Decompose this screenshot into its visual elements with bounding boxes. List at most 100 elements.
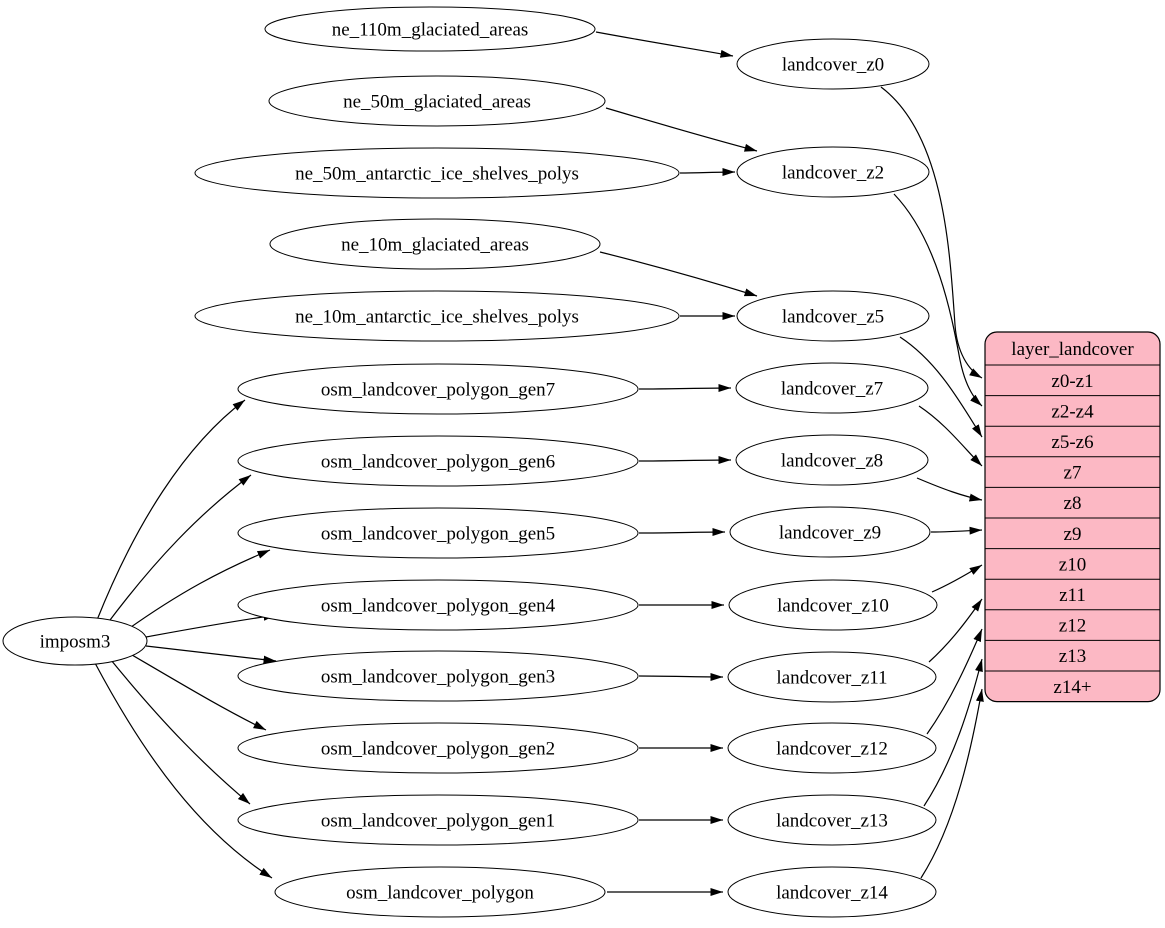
- edge-osm_landcover_polygon_gen5-landcover_z9: [638, 528, 726, 537]
- node-ne_10m_antarctic_ice_shelves_polys: ne_10m_antarctic_ice_shelves_polys: [194, 290, 680, 342]
- node-landcover_z11: landcover_z11: [727, 651, 937, 703]
- record-row-label: z5-z6: [1051, 432, 1093, 453]
- edge-imposm3-osm_landcover_polygon_gen7: [96, 399, 246, 621]
- record-row: z7: [985, 456, 1160, 484]
- edge-landcover_z7-layer_landcover-z7: [918, 405, 983, 467]
- record-row-label: z9: [1064, 524, 1082, 545]
- edge-imposm3-osm_landcover_polygon_gen3: [145, 645, 277, 664]
- node-landcover_z0: landcover_z0: [736, 38, 930, 90]
- edge-imposm3-osm_landcover_polygon_gen6: [106, 474, 252, 625]
- node-label: landcover_z5: [782, 307, 884, 328]
- node-ne_10m_glaciated_areas: ne_10m_glaciated_areas: [269, 218, 601, 270]
- record-row-label: z7: [1064, 463, 1082, 484]
- node-landcover_z8: landcover_z8: [735, 434, 929, 486]
- node-label: osm_landcover_polygon_gen4: [321, 596, 556, 617]
- record-row-label: z14+: [1053, 677, 1091, 698]
- record-row-label: z12: [1059, 616, 1086, 637]
- record-row: z9: [985, 517, 1160, 545]
- node-label: landcover_z8: [781, 451, 883, 472]
- record-row: z13: [985, 639, 1160, 667]
- node-ne_50m_glaciated_areas: ne_50m_glaciated_areas: [268, 75, 606, 127]
- node-label: landcover_z10: [777, 596, 889, 617]
- record-row: z12: [985, 609, 1160, 637]
- record-layer_landcover: layer_landcoverz0-z1z2-z4z5-z6z7z8z9z10z…: [984, 331, 1161, 703]
- edge-osm_landcover_polygon_gen3-landcover_z11: [638, 672, 724, 681]
- node-layer: imposm3 ne_110m_glaciated_areas ne_50m_gla…: [2, 6, 938, 918]
- edge-landcover_z12-layer_landcover-z12: [926, 628, 983, 735]
- node-ne_50m_antarctic_ice_shelves_polys: ne_50m_antarctic_ice_shelves_polys: [194, 147, 680, 199]
- node-osm_landcover_polygon_gen2: osm_landcover_polygon_gen2: [237, 722, 639, 774]
- edge-landcover_z10-layer_landcover-z10: [931, 564, 983, 593]
- node-label: landcover_z12: [776, 739, 888, 760]
- node-osm_landcover_polygon_gen7: osm_landcover_polygon_gen7: [237, 363, 639, 415]
- edge-imposm3-osm_landcover_polygon_gen1: [110, 659, 251, 805]
- edge-landcover_z13-layer_landcover-z13: [923, 658, 983, 807]
- node-label: osm_landcover_polygon_gen6: [321, 452, 555, 473]
- node-label: landcover_z2: [782, 163, 884, 184]
- node-label: ne_10m_antarctic_ice_shelves_polys: [295, 307, 579, 328]
- node-label: osm_landcover_polygon_gen5: [321, 524, 555, 545]
- node-landcover_z13: landcover_z13: [727, 794, 937, 846]
- node-osm_landcover_polygon: osm_landcover_polygon: [274, 866, 606, 918]
- node-label: landcover_z11: [776, 668, 887, 689]
- edge-landcover_z2-layer_landcover-z2-z4: [893, 193, 983, 407]
- edge-imposm3-osm_landcover_polygon: [94, 662, 273, 879]
- node-osm_landcover_polygon_gen3: osm_landcover_polygon_gen3: [237, 650, 639, 702]
- node-osm_landcover_polygon_gen5: osm_landcover_polygon_gen5: [237, 507, 639, 559]
- record-row-label: z10: [1059, 554, 1086, 575]
- record-row: z5-z6: [985, 425, 1160, 453]
- edge-imposm3-osm_landcover_polygon_gen5: [123, 549, 271, 633]
- record-row-label: z11: [1059, 585, 1086, 606]
- node-landcover_z12: landcover_z12: [727, 722, 937, 774]
- node-landcover_z5: landcover_z5: [736, 290, 930, 342]
- node-landcover_z14: landcover_z14: [727, 866, 937, 918]
- edge-layer: [94, 31, 984, 896]
- node-label: landcover_z0: [782, 55, 884, 76]
- node-label: landcover_z7: [781, 379, 883, 400]
- node-landcover_z10: landcover_z10: [728, 579, 938, 631]
- edge-imposm3-osm_landcover_polygon_gen2: [126, 651, 267, 731]
- record-row-label: z0-z1: [1051, 371, 1093, 392]
- node-osm_landcover_polygon_gen1: osm_landcover_polygon_gen1: [237, 794, 639, 846]
- node-landcover_z2: landcover_z2: [736, 146, 930, 198]
- edge-landcover_z11-layer_landcover-z11: [928, 598, 983, 663]
- node-label: osm_landcover_polygon_gen7: [321, 380, 555, 401]
- record-row: z8: [985, 486, 1160, 514]
- edge-osm_landcover_polygon_gen6-landcover_z8: [638, 456, 732, 465]
- node-osm_landcover_polygon_gen4: osm_landcover_polygon_gen4: [237, 579, 639, 631]
- node-label: osm_landcover_polygon_gen3: [321, 667, 555, 688]
- record-row-label: z13: [1059, 646, 1086, 667]
- node-label: ne_110m_glaciated_areas: [332, 20, 529, 41]
- edge-ne_10m_glaciated_areas-landcover_z5: [599, 251, 758, 297]
- node-ne_110m_glaciated_areas: ne_110m_glaciated_areas: [264, 6, 596, 52]
- record-row: z11: [985, 578, 1160, 606]
- record-row: z0-z1: [985, 364, 1160, 392]
- node-osm_landcover_polygon_gen6: osm_landcover_polygon_gen6: [237, 435, 639, 487]
- edge-landcover_z14-layer_landcover-z14+: [920, 688, 984, 879]
- node-label: landcover_z14: [776, 883, 888, 904]
- edge-landcover_z5-layer_landcover-z5-z6: [899, 336, 983, 438]
- node-label: osm_landcover_polygon: [346, 883, 534, 904]
- record-row: z10: [985, 548, 1160, 575]
- record-row: z14+: [985, 670, 1160, 698]
- record-row-label: z8: [1064, 493, 1082, 514]
- node-label: osm_landcover_polygon_gen1: [321, 811, 555, 832]
- node-label: ne_10m_glaciated_areas: [341, 235, 529, 256]
- edge-ne_110m_glaciated_areas-landcover_z0: [595, 31, 734, 58]
- node-landcover_z9: landcover_z9: [729, 506, 931, 558]
- node-landcover_z7: landcover_z7: [735, 362, 929, 414]
- edge-landcover_z8-layer_landcover-z8: [916, 477, 983, 502]
- record-row-label: z2-z4: [1051, 401, 1094, 422]
- node-label: osm_landcover_polygon_gen2: [321, 739, 555, 760]
- edge-landcover_z9-layer_landcover-z9: [930, 526, 983, 535]
- node-label: ne_50m_antarctic_ice_shelves_polys: [295, 164, 579, 185]
- edge-ne_50m_antarctic_ice_shelves_polys-landcover_z2: [679, 168, 736, 177]
- node-imposm3: imposm3: [2, 616, 148, 666]
- node-label: ne_50m_glaciated_areas: [343, 92, 531, 113]
- record-row: z2-z4: [985, 395, 1160, 422]
- node-label: imposm3: [40, 632, 111, 653]
- edge-landcover_z0-layer_landcover-z0-z1: [880, 86, 983, 379]
- edge-ne_50m_glaciated_areas-landcover_z2: [605, 107, 758, 152]
- node-label: landcover_z13: [776, 811, 888, 832]
